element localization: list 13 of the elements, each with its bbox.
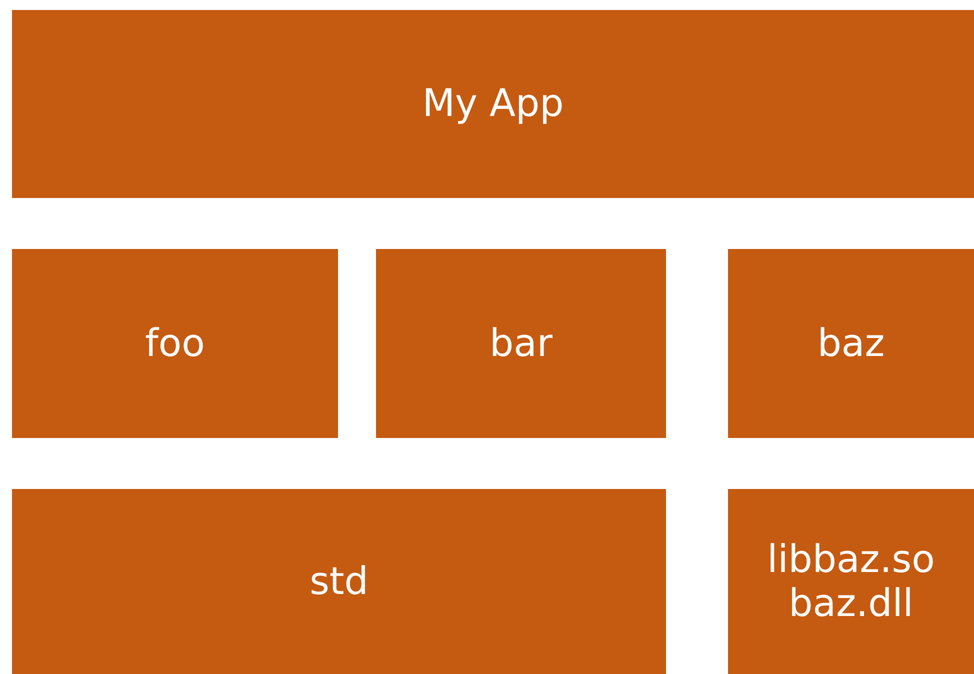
component-box [728,489,974,674]
component-label: bar [489,322,553,366]
component-label: std [310,560,368,604]
component-box [728,249,974,438]
component-label: foo [145,322,205,366]
component-label: baz.dll [788,582,914,626]
component-box [376,249,666,438]
component-box [12,249,338,438]
component-label: libbaz.so [767,538,935,582]
component-label: baz [817,322,885,366]
component-label: My App [422,82,564,126]
component-box [12,10,974,198]
component-box [12,489,666,674]
